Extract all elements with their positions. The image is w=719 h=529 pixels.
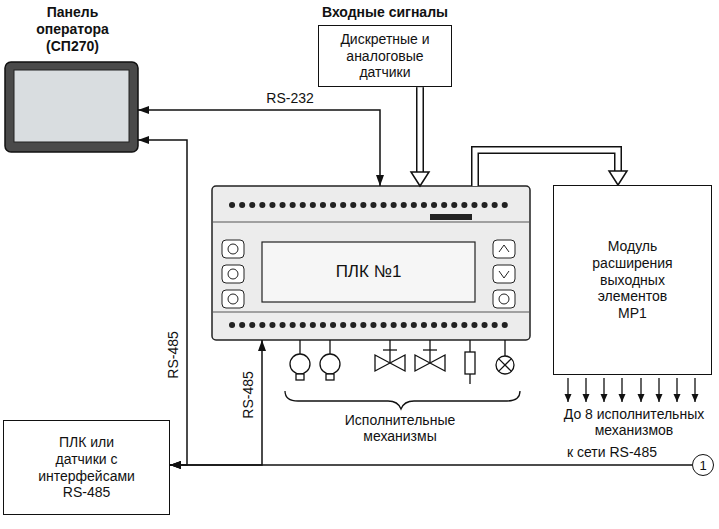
button-icon [228,244,238,254]
panel-title: Панель оператора (СП270) [29,4,117,54]
bus-arrow-outline [416,87,424,172]
output-arrow [640,378,641,402]
actuators [285,340,520,409]
output-arrow [621,378,622,402]
operator-panel: Панель оператора (СП270) [0,4,145,154]
brace [285,391,520,409]
button-icon [499,245,509,278]
network-label: к сети RS-485 [565,444,659,461]
body-line [212,312,530,313]
terminal-row [232,202,512,208]
valve-symbol [375,355,405,371]
module-label: Модуль расширения выходных элементов МР1 [588,238,677,322]
pump-symbol [326,374,334,380]
plc-device: ПЛК №1 [212,186,530,340]
sensor-box: Дискретные и аналоговые датчики [318,25,452,87]
device-label: ПЛК или датчики с интерфейсами RS-485 [36,434,137,501]
connector-line [138,140,187,465]
interface-label: RS-485 [165,329,182,380]
group-heading: Входные сигналы [300,4,470,21]
plc-button [222,240,244,258]
interface-line [138,140,187,465]
panel-picture [5,62,138,152]
plc-button [493,290,515,308]
interface-label: RS-485 [240,369,257,420]
interface-line [170,340,262,465]
resistor-symbol [465,352,475,374]
panel-outline [5,62,138,152]
plc-button [493,240,515,258]
pump-symbol [320,354,340,374]
button-icon [228,269,238,279]
button-icon [499,294,509,304]
wire [299,340,300,354]
connector-line [170,464,692,466]
output-arrow [694,378,695,402]
callout-circle: 1 [692,454,714,476]
connector-line [138,110,380,186]
output-arrow [658,378,659,402]
output-arrow [567,378,568,402]
valve-symbol [415,355,445,371]
output-caption: До 8 исполнительных механизмов [553,406,715,438]
lamp-symbol [499,359,512,372]
wire [504,340,505,356]
valve-handle [383,349,397,350]
interface-line [138,110,380,186]
wire [469,340,470,352]
plc-body [212,186,530,340]
connector-line [170,340,262,465]
plc-name: ПЛК №1 [262,242,475,302]
callout-number: 1 [699,459,706,472]
expansion-module: Модуль расширения выходных элементов МР1 [553,185,712,375]
wire [329,340,330,354]
wire [469,374,470,384]
wire [429,340,430,363]
plc-picture [212,186,530,340]
plc-button [222,290,244,308]
lamp-symbol [496,356,514,374]
plc-display [262,242,475,302]
button-icon [228,294,238,304]
output-arrow [585,378,586,402]
panel-frame [5,62,138,152]
sensor-label: Дискретные и аналоговые датчики [327,31,443,81]
signal-bus-arrow [411,87,429,186]
panel-screen [14,70,129,142]
output-arrow [603,378,604,402]
sensor-group: Входные сигналыДискретные и аналоговые д… [300,4,470,87]
pump-symbol [290,354,310,374]
wire [389,340,390,363]
bus-arrow-outline [475,150,618,186]
output-arrow [676,378,677,402]
indicator-strip [430,214,472,220]
actuator-caption: Исполнительные механизмы [330,412,470,444]
hollow-arrowhead [411,172,429,186]
bus-arrow-inner [475,150,618,186]
bus-arrow-inner [418,87,423,172]
plc-button [222,265,244,283]
body-line [212,222,530,223]
plc-button [493,265,515,283]
interface-line [170,465,692,466]
hollow-arrowhead [609,171,627,185]
rs485-device-box: ПЛК или датчики с интерфейсами RS-485 [3,420,170,515]
output-arrows [568,378,695,402]
valve-handle [423,349,437,350]
pump-symbol [296,374,304,380]
interface-label: RS-232 [264,90,315,107]
terminal-row [232,322,512,328]
signal-bus-arrow [475,150,627,186]
